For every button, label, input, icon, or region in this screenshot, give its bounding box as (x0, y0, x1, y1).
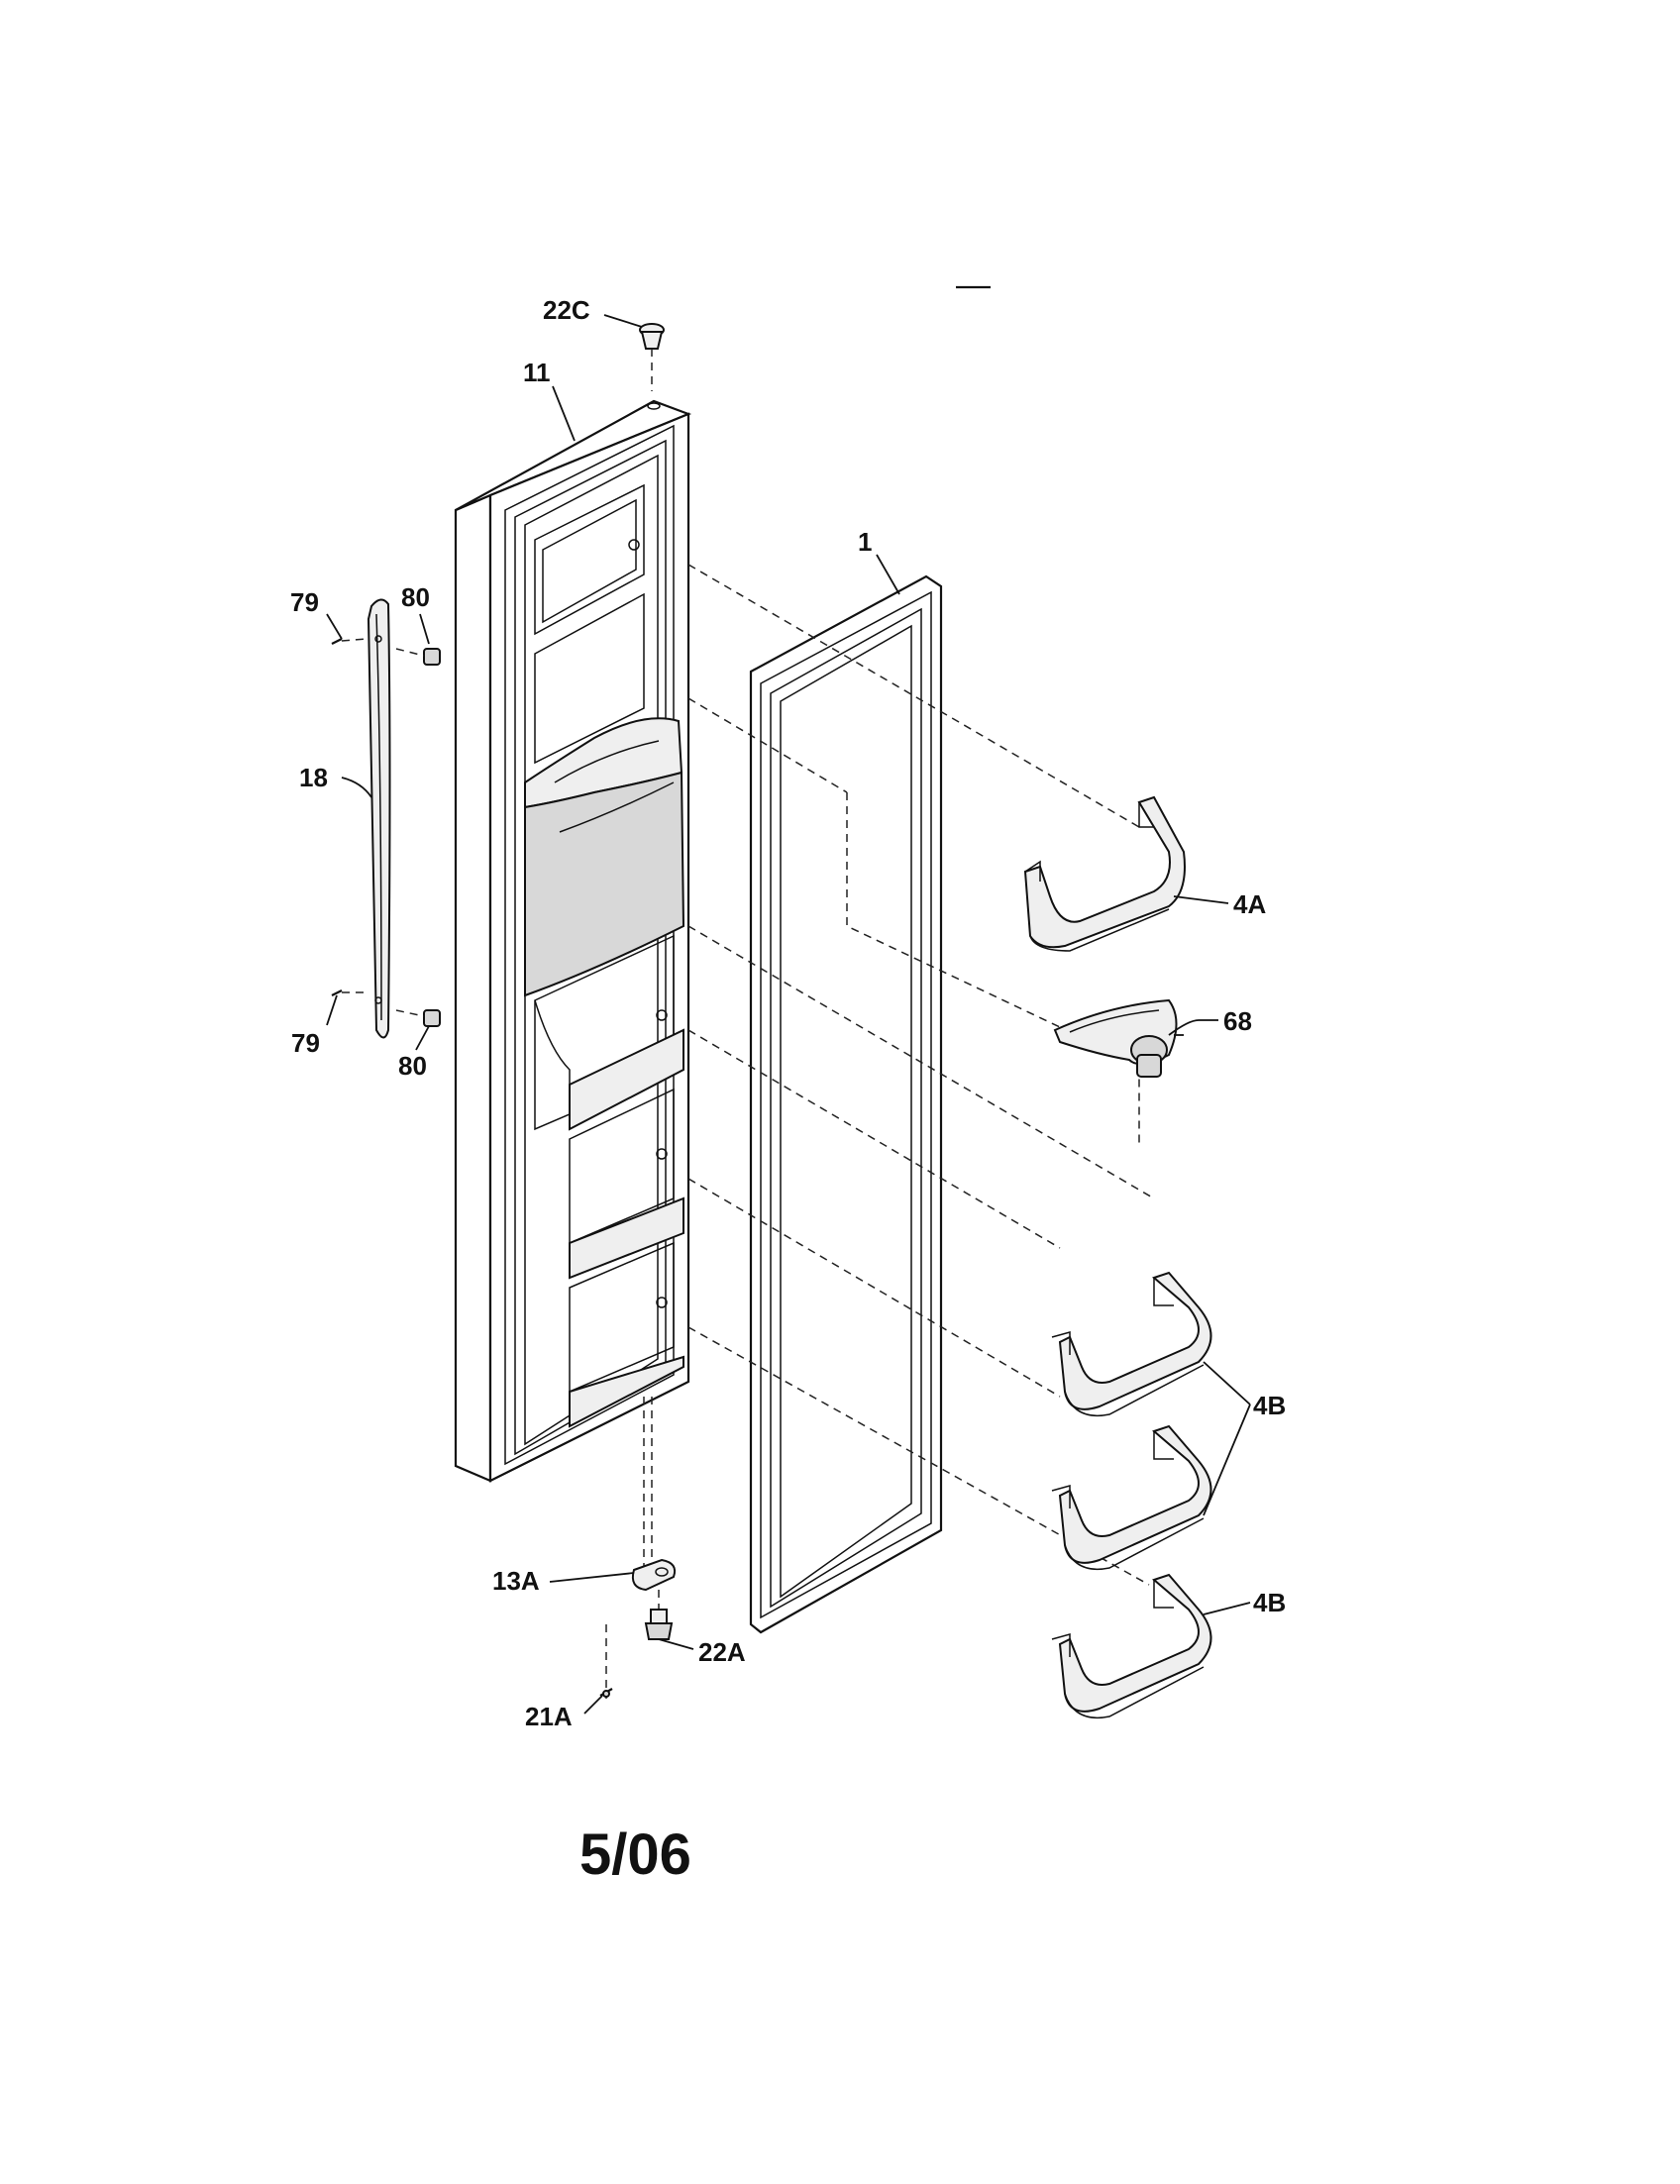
callout-21a: 21A (525, 1702, 573, 1731)
callout-22c: 22C (543, 295, 590, 325)
projection-lines (605, 564, 1155, 1699)
door-bin-middle-part (1051, 1424, 1212, 1570)
hinge-screw-part (599, 1688, 613, 1698)
callout-1: 1 (858, 527, 872, 557)
bottom-hinge-part (631, 1558, 677, 1592)
top-hinge-pin-part (639, 323, 665, 391)
handle-part (367, 598, 391, 1039)
callout-79-bottom: 79 (291, 1028, 320, 1058)
footer-date: 5/06 (579, 1822, 691, 1887)
ice-funnel-part (1053, 998, 1178, 1078)
bottom-hinge-pin-part (644, 1609, 674, 1640)
door-bin-upper-part (1051, 1271, 1212, 1416)
mount-bottom-part (395, 1009, 441, 1027)
door-liner-part (454, 399, 692, 1483)
door-bin-lower-part (1051, 1573, 1212, 1718)
callout-18: 18 (299, 763, 328, 792)
screw-top-part (331, 638, 368, 645)
callout-80-bottom: 80 (398, 1051, 427, 1081)
leader-lines (326, 314, 1251, 1715)
callout-22a: 22A (698, 1637, 746, 1667)
screw-bottom-part (331, 989, 367, 996)
callout-79-top: 79 (290, 587, 319, 617)
gasket-part (749, 574, 943, 1634)
door-bin-small-part (1023, 795, 1186, 952)
callout-4b-bottom: 4B (1253, 1588, 1286, 1617)
mount-top-part (395, 648, 441, 666)
callout-80-top: 80 (401, 582, 430, 612)
callout-11: 11 (523, 358, 551, 387)
callout-13a: 13A (492, 1566, 540, 1596)
callout-4a: 4A (1233, 889, 1266, 919)
callout-68: 68 (1223, 1006, 1252, 1036)
callout-4b-pair: 4B (1253, 1391, 1286, 1420)
